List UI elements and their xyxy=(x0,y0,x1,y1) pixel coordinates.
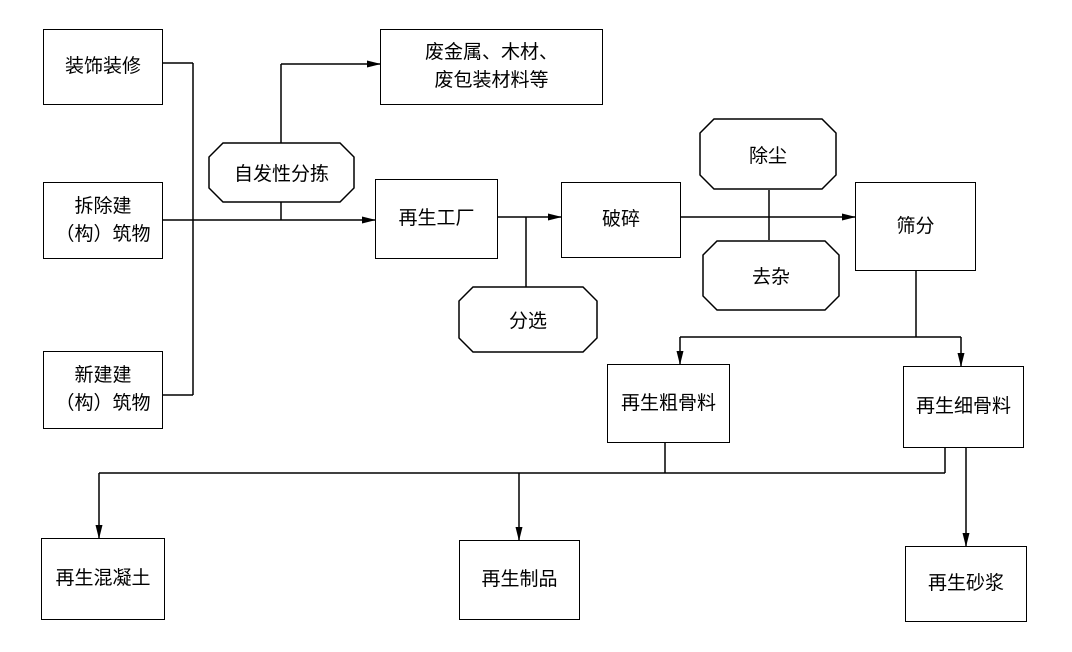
label-screening: 筛分 xyxy=(896,214,935,237)
octagon-separation: 分选 xyxy=(458,286,598,353)
box-scrap-materials: 废金属、木材、 废包装材料等 xyxy=(380,29,603,105)
octagon-dust-removal: 除尘 xyxy=(699,118,837,190)
label-recycled-concrete: 再生混凝土 xyxy=(55,567,151,590)
label-crushing: 破碎 xyxy=(601,208,640,231)
label-recycled-products: 再生制品 xyxy=(481,568,558,591)
label-newbuild-line1: 新建建 xyxy=(74,364,132,387)
label-separation: 分选 xyxy=(508,310,547,332)
box-coarse-aggregate: 再生粗骨料 xyxy=(607,364,730,443)
box-recycled-mortar: 再生砂浆 xyxy=(905,546,1027,622)
label-spontaneous-sorting: 自发性分拣 xyxy=(233,163,329,185)
box-recycling-plant: 再生工厂 xyxy=(375,179,498,259)
box-demolition: 拆除建 （构）筑物 xyxy=(43,182,163,259)
label-scrap-line1: 废金属、木材、 xyxy=(424,41,558,64)
label-fine-aggregate: 再生细骨料 xyxy=(915,395,1011,418)
octagon-spontaneous-sorting: 自发性分拣 xyxy=(208,142,355,203)
label-impurity-removal: 去杂 xyxy=(751,266,790,288)
box-recycled-concrete: 再生混凝土 xyxy=(41,538,165,620)
label-demolition-line1: 拆除建 xyxy=(74,194,132,217)
label-scrap-line2: 废包装材料等 xyxy=(434,69,549,91)
box-fine-aggregate: 再生细骨料 xyxy=(903,366,1024,448)
label-newbuild-line2: （构）筑物 xyxy=(55,392,151,414)
octagon-impurity-removal: 去杂 xyxy=(702,240,840,311)
box-decoration: 装饰装修 xyxy=(43,29,163,105)
label-recycled-mortar: 再生砂浆 xyxy=(927,572,1004,595)
label-dust-removal: 除尘 xyxy=(748,144,787,167)
box-crushing: 破碎 xyxy=(561,182,681,258)
box-recycled-products: 再生制品 xyxy=(459,540,580,620)
label-decoration: 装饰装修 xyxy=(64,55,141,78)
label-demolition-line2: （构）筑物 xyxy=(55,222,151,245)
label-recycling-plant: 再生工厂 xyxy=(398,207,475,230)
label-coarse-aggregate: 再生粗骨料 xyxy=(620,391,716,414)
box-newbuild: 新建建 （构）筑物 xyxy=(43,351,163,429)
box-screening: 筛分 xyxy=(855,182,976,271)
